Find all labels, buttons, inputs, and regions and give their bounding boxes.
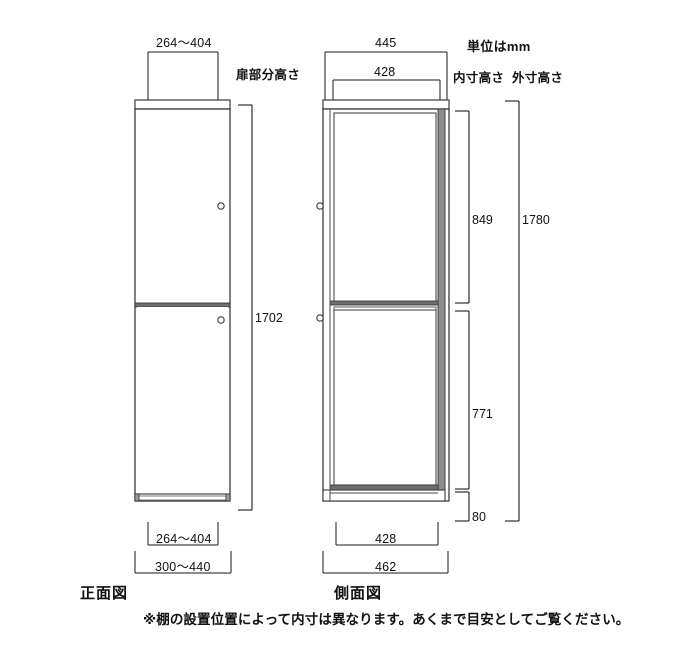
side-lower-inner-height-dimension bbox=[455, 310, 470, 490]
front-lower-door-panel bbox=[137, 307, 228, 494]
side-lower-inner-height-value: 771 bbox=[472, 407, 493, 421]
front-door-height-dimension bbox=[238, 104, 253, 511]
side-top-inner-depth-dimension bbox=[332, 79, 441, 100]
side-top-outer-depth-value: 445 bbox=[375, 36, 397, 50]
side-upper-door-knob-icon bbox=[316, 202, 324, 210]
side-top-board bbox=[322, 99, 450, 110]
front-view-title: 正面図 bbox=[80, 585, 129, 602]
units-note-label: 単位はmm bbox=[467, 39, 531, 54]
front-door-height-value: 1702 bbox=[255, 311, 283, 325]
front-top-width-value: 264～404 bbox=[156, 36, 212, 50]
side-top-outer-depth-dimension bbox=[324, 51, 448, 100]
front-top-board bbox=[134, 99, 231, 110]
side-bottom-inner-depth-dimension bbox=[335, 522, 439, 546]
side-outer-height-value: 1780 bbox=[522, 213, 550, 227]
outer-height-label: 外寸高さ bbox=[512, 71, 564, 85]
figure-bottom-note: ※棚の設置位置によって内寸は異なります。あくまで目安としてご覧ください。 bbox=[143, 612, 630, 627]
side-base-height-value: 80 bbox=[472, 510, 486, 524]
side-bottom-outer-depth-dimension bbox=[322, 551, 449, 574]
side-lower-door-knob-icon bbox=[316, 314, 324, 322]
front-view-group bbox=[134, 51, 253, 574]
side-base-plinth bbox=[322, 489, 446, 502]
front-middle-divider bbox=[134, 302, 231, 308]
side-view-title: 側面図 bbox=[334, 585, 383, 602]
front-base-left-cap bbox=[134, 493, 140, 502]
side-bottom-outer-depth-value: 462 bbox=[375, 560, 397, 574]
front-bottom-inner-width-value: 264～404 bbox=[156, 532, 212, 546]
side-bottom-board bbox=[329, 484, 439, 491]
side-top-inner-depth-value: 428 bbox=[374, 65, 396, 79]
front-door-height-label: 扉部分高さ bbox=[236, 68, 301, 82]
side-middle-shelf bbox=[329, 300, 439, 306]
front-bottom-inner-width-dimension bbox=[147, 522, 219, 546]
side-bottom-inner-depth-value: 428 bbox=[375, 532, 397, 546]
side-outer-height-dimension bbox=[505, 100, 520, 522]
side-view-group bbox=[316, 51, 520, 574]
side-upper-inner-height-value: 849 bbox=[472, 213, 493, 227]
side-upper-inner-height-dimension bbox=[455, 110, 470, 304]
side-base-height-dimension bbox=[455, 491, 470, 522]
front-base-plinth-inner bbox=[138, 495, 227, 501]
inner-height-label: 内寸高さ bbox=[453, 71, 505, 85]
front-base-right-cap bbox=[225, 493, 231, 502]
front-bottom-outer-width-value: 300～440 bbox=[155, 560, 211, 574]
front-upper-door-panel bbox=[137, 111, 228, 304]
front-bottom-outer-width-dimension bbox=[134, 551, 232, 574]
front-upper-door-knob-icon bbox=[217, 202, 225, 210]
front-top-width-dimension bbox=[147, 51, 219, 100]
side-back-panel bbox=[437, 108, 446, 502]
front-lower-door-knob-icon bbox=[217, 316, 225, 324]
